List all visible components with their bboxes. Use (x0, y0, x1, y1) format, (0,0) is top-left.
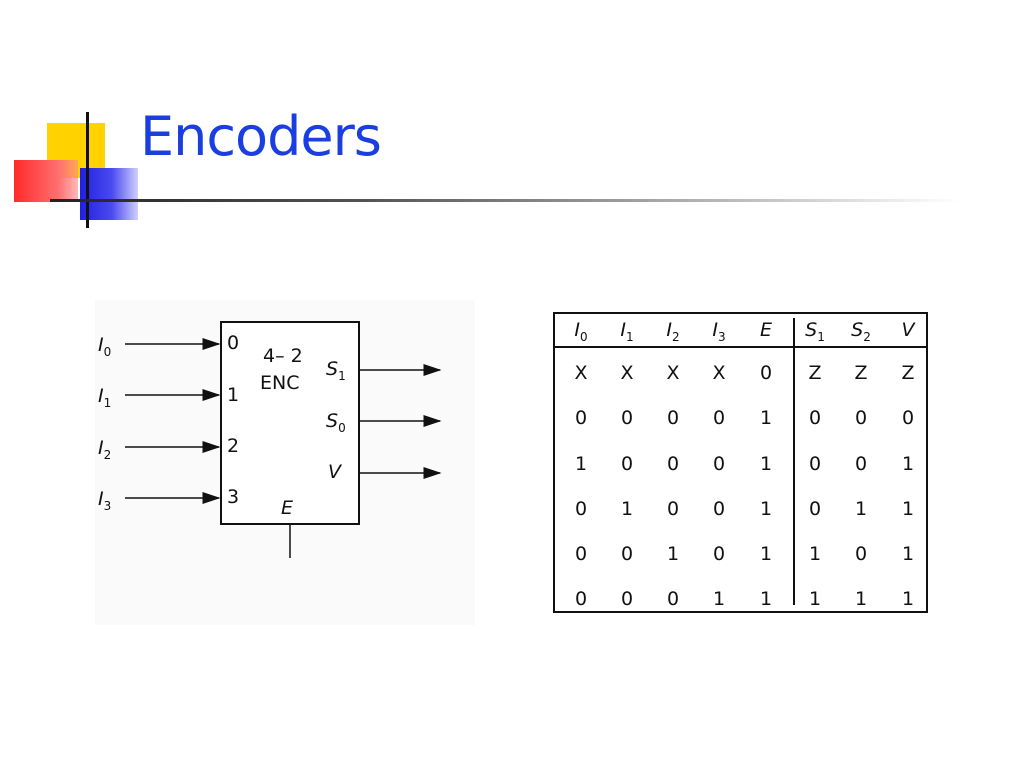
truth-table-cell: 0 (620, 453, 634, 475)
deco-red-square (14, 160, 78, 202)
truth-table-cell: X (620, 362, 634, 384)
truth-table-cell: X (574, 362, 588, 384)
encoder-block-diagram: I0 I1 I2 I3 0 1 2 3 4– 2 ENC S1 S0 V E (95, 300, 475, 625)
pin-label-2: 2 (227, 435, 240, 457)
truth-table-cell: 0 (808, 407, 822, 429)
truth-table-header-cell: I0 (574, 319, 588, 344)
truth-table-cell: 1 (808, 588, 822, 610)
truth-table-cell: 0 (712, 498, 726, 520)
truth-table-header-cell: E (759, 319, 772, 341)
pin-label-0: 0 (227, 332, 240, 354)
truth-table-cell: 0 (666, 498, 680, 520)
truth-table-cell: 1 (759, 453, 773, 475)
truth-table-cell: 0 (854, 453, 868, 475)
truth-table-cell: 0 (854, 543, 868, 565)
encoder-diagram-lines (125, 321, 442, 558)
truth-table-header-cell: I1 (620, 319, 634, 344)
truth-table-cell: 1 (808, 543, 822, 565)
output-label-s0: S0 (326, 410, 346, 435)
slide-title: Encoders (140, 105, 382, 168)
input-label-i3: I3 (98, 488, 112, 513)
truth-table-header-rule (555, 346, 926, 348)
truth-table-cell: 0 (712, 543, 726, 565)
truth-table-cell: 1 (759, 588, 773, 610)
truth-table-cell: 0 (620, 543, 634, 565)
truth-table-header-cell: S2 (851, 319, 871, 344)
truth-table-cell: 1 (854, 498, 868, 520)
truth-table-cell: 0 (901, 407, 915, 429)
truth-table-cell: 1 (901, 498, 915, 520)
truth-table-cell: 0 (574, 498, 588, 520)
truth-table-header-cell: I2 (666, 319, 680, 344)
pin-label-1: 1 (227, 384, 240, 406)
truth-table-cell: 1 (901, 588, 915, 610)
truth-table-cell: 1 (901, 543, 915, 565)
truth-table-cell: 1 (759, 407, 773, 429)
deco-blue-square (80, 168, 138, 220)
truth-table-cell: 0 (854, 407, 868, 429)
truth-table-cell: 0 (574, 543, 588, 565)
truth-table-cell: 1 (666, 543, 680, 565)
input-label-i1: I1 (98, 385, 112, 410)
truth-table-cell: Z (808, 362, 822, 384)
truth-table-cell: 1 (901, 453, 915, 475)
truth-table-cell: 0 (666, 588, 680, 610)
truth-table-cell: 1 (759, 543, 773, 565)
truth-table-cell: 0 (574, 407, 588, 429)
title-underline (50, 199, 960, 202)
truth-table-cell: 1 (574, 453, 588, 475)
enable-label: E (281, 497, 294, 519)
truth-table-column-rule (793, 318, 795, 605)
input-label-i2: I2 (98, 437, 112, 462)
truth-table-cell: 0 (666, 453, 680, 475)
block-label-ratio: 4– 2 (263, 345, 303, 367)
truth-table-header-cell: S1 (805, 319, 825, 344)
truth-table-cell: 0 (666, 407, 680, 429)
truth-table-cell: Z (901, 362, 915, 384)
truth-table-cell: 0 (759, 362, 773, 384)
truth-table-cell: 0 (620, 407, 634, 429)
output-label-s1: S1 (326, 358, 346, 383)
pin-label-3: 3 (227, 486, 240, 508)
truth-table-cell: X (712, 362, 726, 384)
truth-table-cell: 1 (854, 588, 868, 610)
truth-table-cell: 0 (808, 453, 822, 475)
input-label-i0: I0 (98, 334, 112, 359)
truth-table-cell: Z (854, 362, 868, 384)
truth-table-cell: 1 (620, 498, 634, 520)
truth-table-cell: 0 (808, 498, 822, 520)
truth-table-header-cell: I3 (712, 319, 726, 344)
truth-table-cell: 0 (620, 588, 634, 610)
truth-table: I0 I1 I2 I3 E S1 S2 V X X X X 0 Z Z Z 0 0 0 0 1 0 0 0 1 0 0 0 1 0 0 1 0 1… (553, 312, 928, 613)
truth-table-cell: 0 (574, 588, 588, 610)
truth-table-header-cell: V (901, 319, 915, 341)
deco-vertical-line (86, 112, 89, 228)
truth-table-cell: 1 (712, 588, 726, 610)
truth-table-cell: 0 (712, 407, 726, 429)
truth-table-cell: X (666, 362, 680, 384)
truth-table-cell: 1 (759, 498, 773, 520)
block-label-enc: ENC (260, 372, 300, 394)
output-label-v: V (328, 461, 341, 483)
truth-table-cell: 0 (712, 453, 726, 475)
